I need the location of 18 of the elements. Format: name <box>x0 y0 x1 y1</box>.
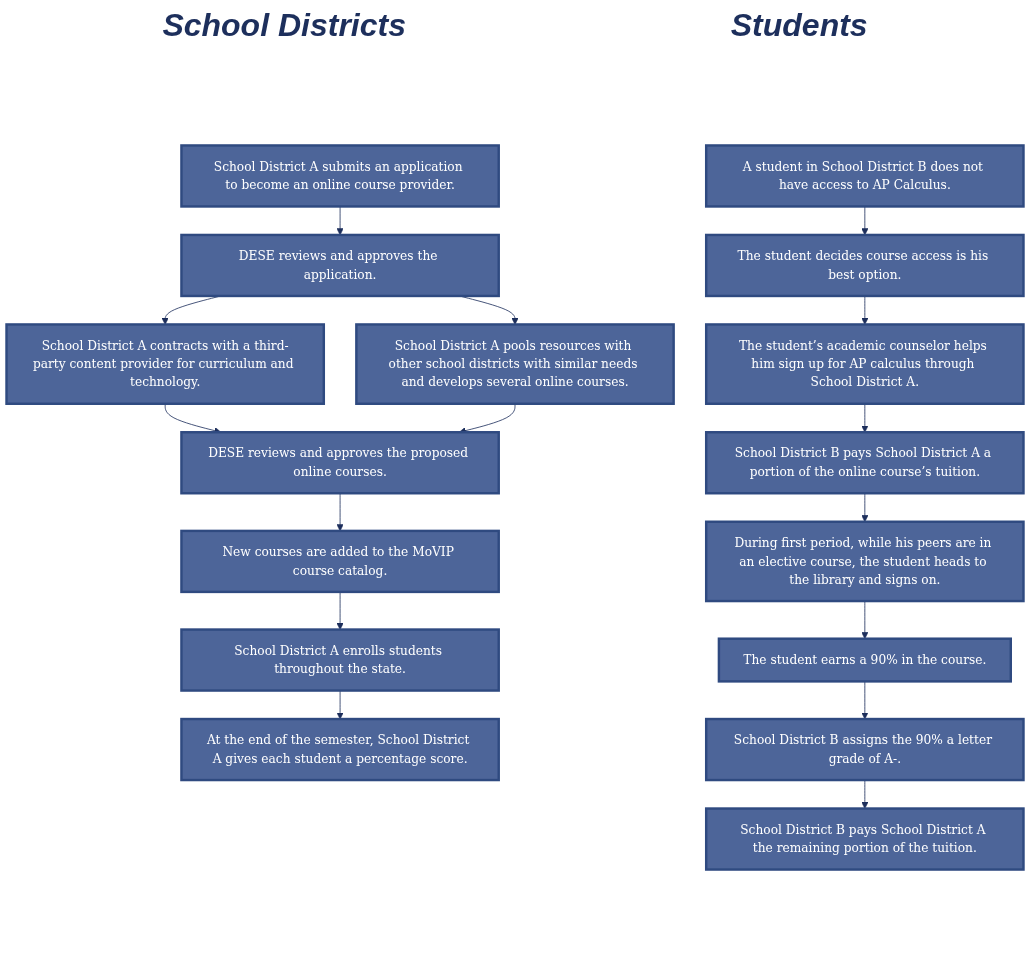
node-box: School District B assigns the 90% a letter grade of A-. <box>704 717 1025 782</box>
node-box: DESE reviews and approves the application. <box>180 233 500 298</box>
node-box: A student in School District B does not have access to AP Calculus. <box>704 144 1025 208</box>
column-heading: Students <box>730 6 868 44</box>
node-box: School District A contracts with a third-party content provider for curriculum and technology. <box>5 323 326 405</box>
node-box: New courses are added to the MoVIP course catalog. <box>180 529 500 594</box>
node-box: School District A submits an application to become an online course provider. <box>180 144 500 208</box>
node-box: DESE reviews and approves the proposed online courses. <box>180 431 500 495</box>
node-box: At the end of the semester, School District A gives each student a percentage score. <box>180 717 500 782</box>
node-box: During first period, while his peers are in an elective course, the student heads to the library and signs on. <box>704 520 1025 603</box>
node-box: The student decides course access is his best option. <box>704 233 1025 298</box>
node-box: The student earns a 90% in the course. <box>717 637 1012 683</box>
column-heading: School Districts <box>162 6 406 44</box>
node-box: The student’s academic counselor helps him sign up for AP calculus through School District A. <box>704 323 1025 405</box>
node-box: School District A enrolls students throughout the state. <box>180 628 500 692</box>
node-box: School District B pays School District A the remaining portion of the tuition. <box>704 807 1025 871</box>
node-box: School District A pools resources with other school districts with similar needs and develops several online courses. <box>355 323 675 405</box>
node-box: School District B pays School District A a portion of the online course’s tuition. <box>704 431 1025 495</box>
